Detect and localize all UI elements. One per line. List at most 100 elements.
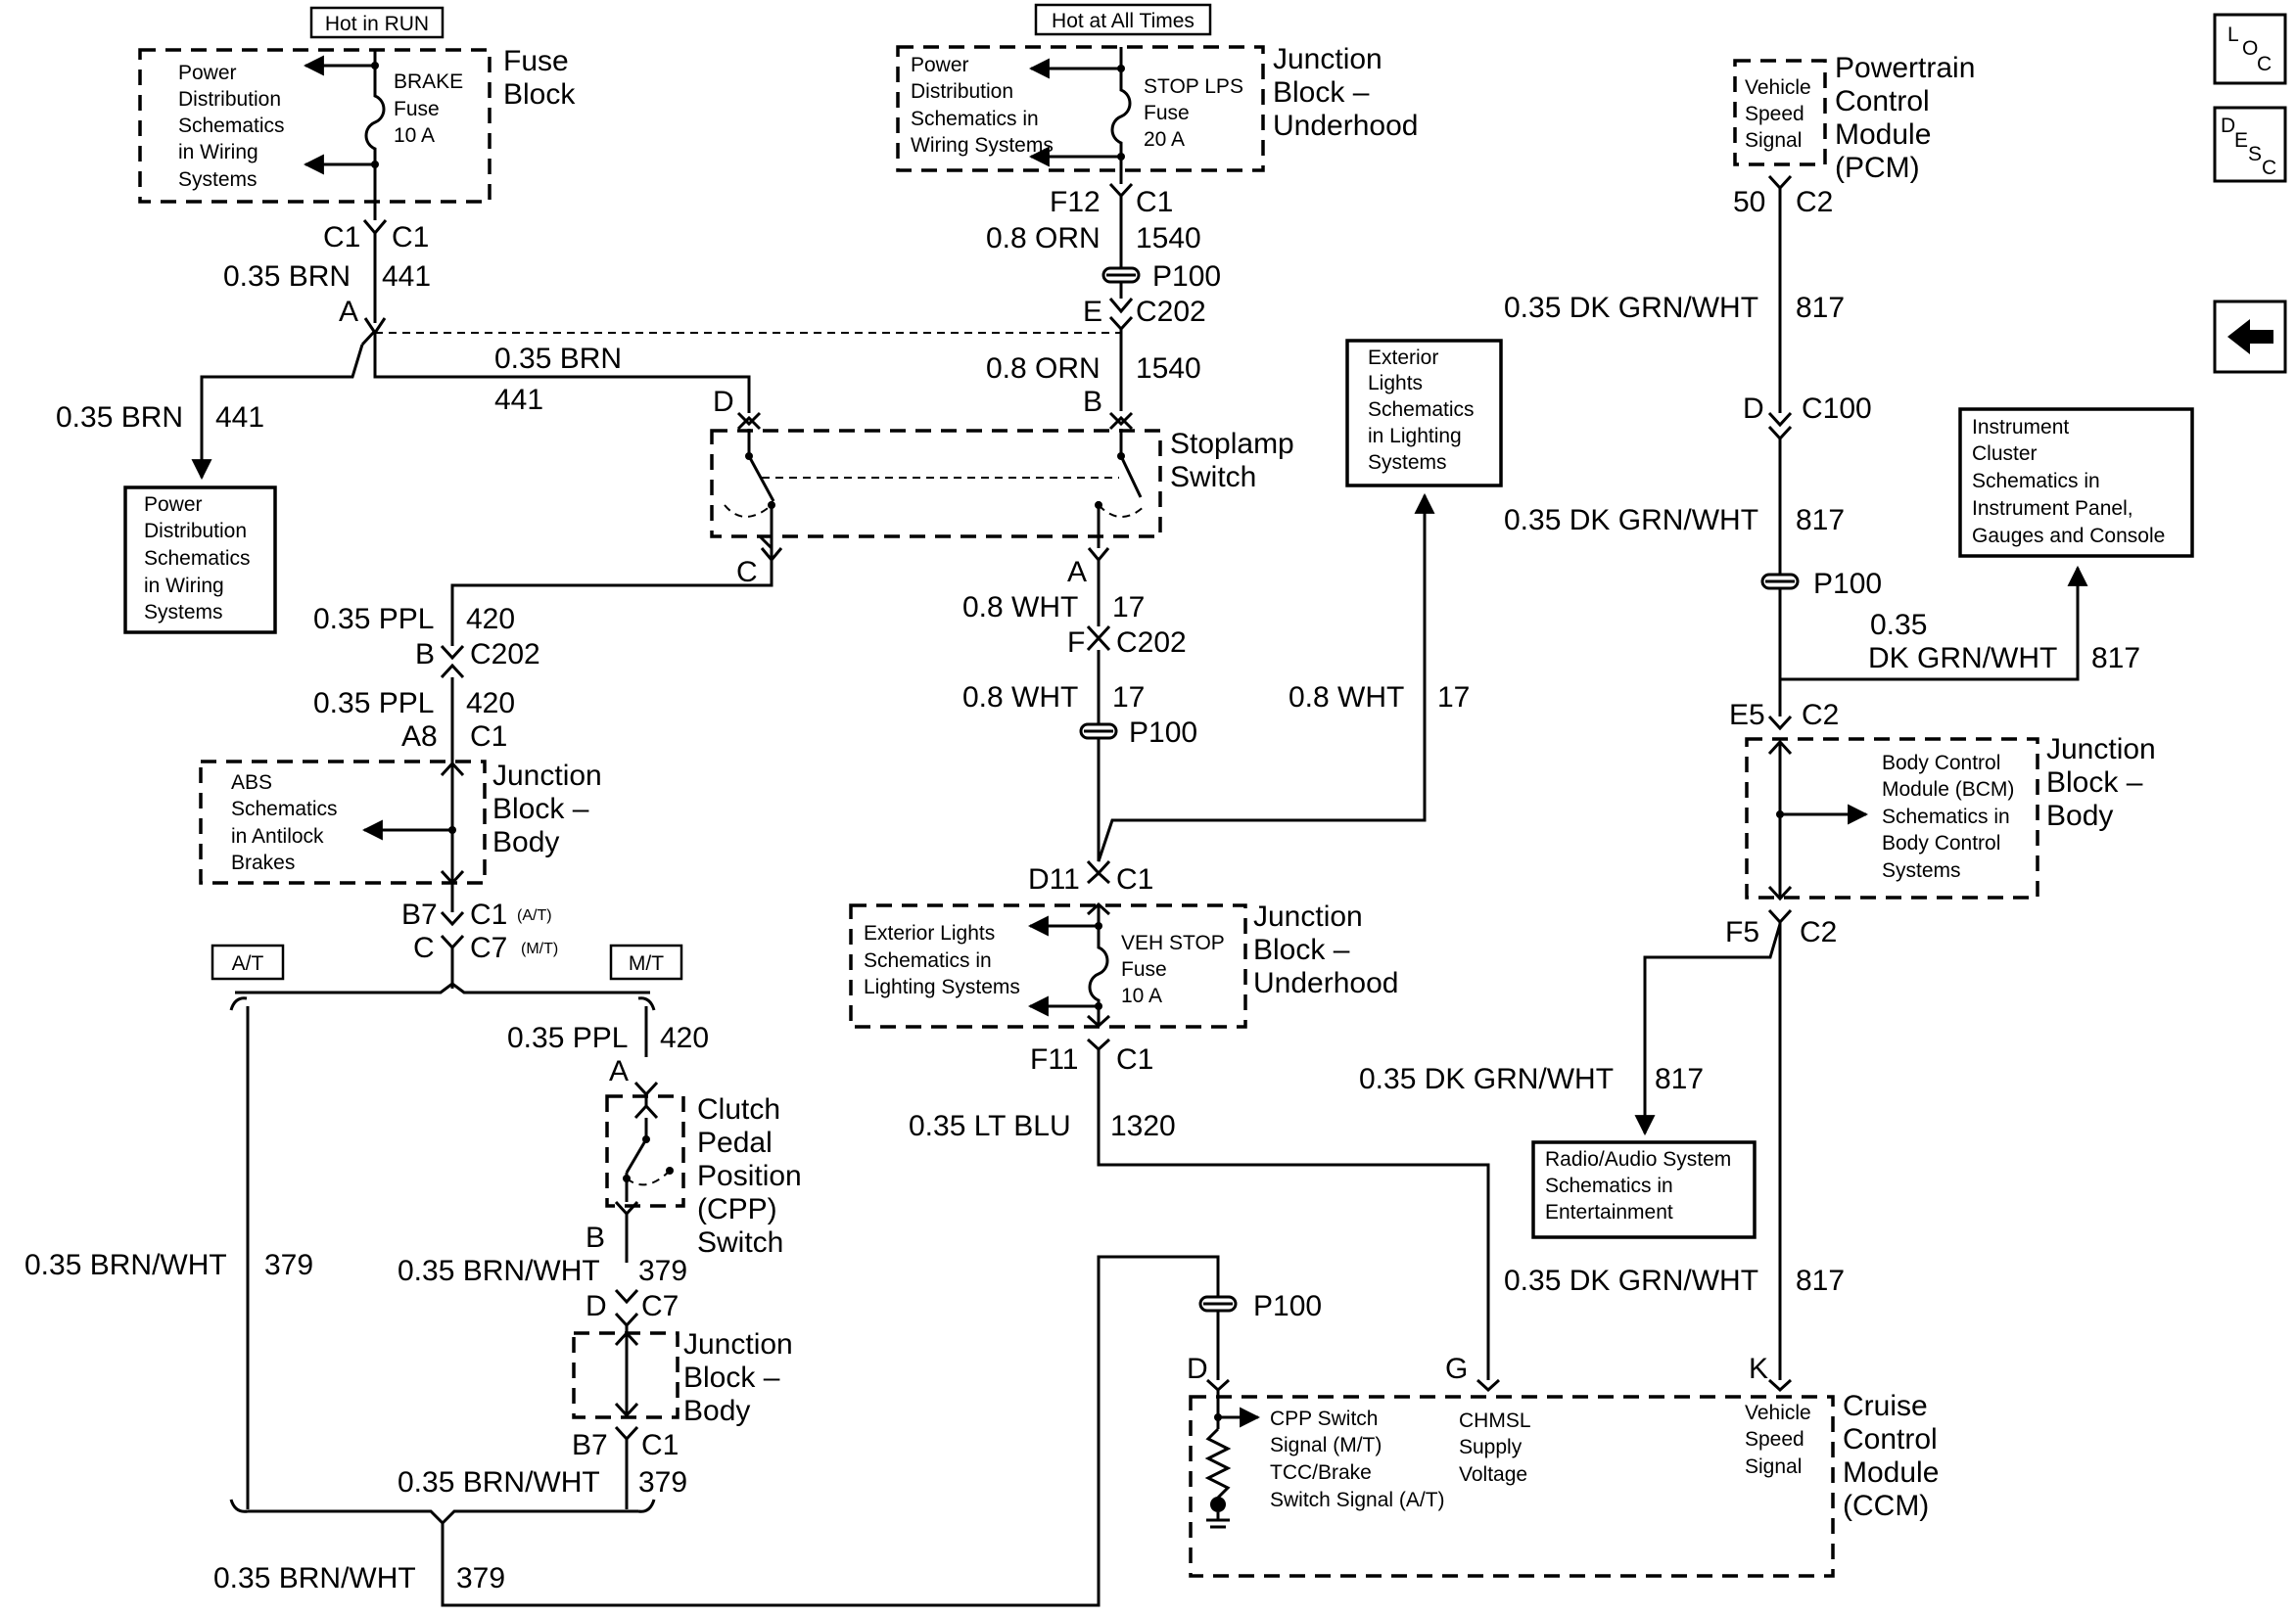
svg-text:0.8 ORN: 0.8 ORN bbox=[986, 222, 1101, 254]
svg-text:A: A bbox=[1067, 556, 1087, 588]
wire-brn-size: 0.35 BRN bbox=[223, 260, 351, 293]
back-arrow-icon bbox=[2227, 319, 2273, 354]
svg-text:0.35 DK GRN/WHT: 0.35 DK GRN/WHT bbox=[1504, 504, 1758, 536]
svg-text:379: 379 bbox=[456, 1562, 505, 1594]
c1-connector bbox=[362, 201, 388, 323]
svg-text:(PCM): (PCM) bbox=[1835, 152, 1920, 184]
svg-text:Vehicle: Vehicle bbox=[1745, 1402, 1811, 1424]
svg-text:Underhood: Underhood bbox=[1253, 967, 1398, 999]
svg-text:0.35 PPL: 0.35 PPL bbox=[313, 603, 434, 635]
svg-text:Body Control: Body Control bbox=[1882, 832, 2000, 855]
loc-button[interactable]: L O C bbox=[2213, 13, 2287, 85]
svg-text:0.35 BRN/WHT: 0.35 BRN/WHT bbox=[398, 1466, 600, 1499]
svg-text:VEH STOP: VEH STOP bbox=[1121, 932, 1225, 954]
svg-text:C1: C1 bbox=[1116, 1043, 1153, 1076]
svg-text:B: B bbox=[1083, 386, 1102, 418]
svg-text:Block –: Block – bbox=[492, 793, 589, 825]
desc-button[interactable]: D E S C bbox=[2213, 106, 2287, 183]
svg-text:Module (BCM): Module (BCM) bbox=[1882, 778, 2014, 801]
svg-text:17: 17 bbox=[1112, 591, 1145, 624]
p100-splice-b bbox=[1079, 722, 1118, 740]
svg-text:C: C bbox=[2257, 53, 2272, 75]
svg-text:Block –: Block – bbox=[683, 1362, 780, 1394]
svg-text:Supply: Supply bbox=[1459, 1436, 1523, 1458]
back-button[interactable] bbox=[2213, 300, 2287, 374]
svg-text:in Antilock: in Antilock bbox=[231, 825, 324, 848]
ground-icon bbox=[1206, 1512, 1230, 1529]
svg-text:17: 17 bbox=[1437, 681, 1470, 714]
svg-text:Power: Power bbox=[144, 493, 203, 516]
svg-text:420: 420 bbox=[660, 1022, 709, 1054]
svg-text:C1: C1 bbox=[470, 720, 507, 753]
veh-stop-fuse-symbol bbox=[1086, 901, 1111, 1029]
svg-text:0.35 BRN: 0.35 BRN bbox=[56, 401, 183, 434]
svg-text:0.35 BRN/WHT: 0.35 BRN/WHT bbox=[398, 1255, 600, 1287]
svg-text:379: 379 bbox=[638, 1255, 687, 1287]
svg-text:C1: C1 bbox=[470, 899, 507, 931]
svg-text:Position: Position bbox=[697, 1160, 802, 1192]
svg-text:Junction: Junction bbox=[1253, 901, 1363, 933]
jb-body-right-label: Junction Block – Body bbox=[2046, 733, 2156, 832]
svg-text:817: 817 bbox=[2091, 642, 2140, 674]
svg-text:817: 817 bbox=[1796, 504, 1845, 536]
svg-text:0.35 BRN/WHT: 0.35 BRN/WHT bbox=[213, 1562, 416, 1594]
svg-text:Body: Body bbox=[683, 1395, 750, 1427]
svg-text:Schematics in: Schematics in bbox=[864, 949, 992, 972]
svg-text:P100: P100 bbox=[1253, 1290, 1322, 1322]
p100-splice-a bbox=[1101, 266, 1141, 284]
svg-text:10 A: 10 A bbox=[1121, 985, 1162, 1007]
svg-text:Body Control: Body Control bbox=[1882, 752, 2000, 774]
svg-text:Speed: Speed bbox=[1745, 1428, 1804, 1451]
svg-text:Speed: Speed bbox=[1745, 103, 1804, 125]
svg-text:(CPP): (CPP) bbox=[697, 1193, 777, 1225]
svg-text:Voltage: Voltage bbox=[1459, 1463, 1527, 1486]
svg-text:50: 50 bbox=[1733, 186, 1765, 218]
svg-text:Brakes: Brakes bbox=[231, 852, 295, 874]
svg-text:F: F bbox=[1067, 626, 1085, 659]
brake-fuse-symbol bbox=[364, 51, 386, 201]
svg-text:Junction: Junction bbox=[492, 760, 602, 792]
svg-text:D: D bbox=[2221, 115, 2235, 137]
svg-text:A: A bbox=[339, 296, 358, 328]
pd-top-text: Power Distribution Schematics in Wiring … bbox=[178, 62, 285, 191]
p100-splice-d bbox=[1760, 573, 1800, 590]
wire-brn-num: 441 bbox=[382, 260, 431, 293]
svg-text:0.35 PPL: 0.35 PPL bbox=[313, 687, 434, 719]
svg-text:F12: F12 bbox=[1050, 186, 1101, 218]
svg-text:0.35 BRN/WHT: 0.35 BRN/WHT bbox=[24, 1249, 227, 1281]
svg-text:in Lighting: in Lighting bbox=[1368, 425, 1462, 447]
svg-text:Distribution: Distribution bbox=[178, 88, 281, 111]
svg-text:C7: C7 bbox=[641, 1290, 679, 1322]
fuse-block-outline bbox=[138, 48, 492, 204]
svg-text:Fuse: Fuse bbox=[394, 98, 440, 120]
svg-text:D: D bbox=[1187, 1353, 1208, 1385]
svg-text:Junction: Junction bbox=[2046, 733, 2156, 765]
svg-text:C: C bbox=[2262, 157, 2276, 179]
svg-text:Module: Module bbox=[1843, 1456, 1939, 1489]
svg-text:in Wiring: in Wiring bbox=[178, 141, 258, 163]
svg-text:Power: Power bbox=[911, 54, 969, 76]
pcm-vss-outline bbox=[1733, 59, 1827, 166]
svg-text:379: 379 bbox=[638, 1466, 687, 1499]
svg-text:0.8 ORN: 0.8 ORN bbox=[986, 352, 1101, 385]
svg-text:CPP Switch: CPP Switch bbox=[1270, 1408, 1379, 1430]
svg-text:Cruise: Cruise bbox=[1843, 1390, 1928, 1422]
svg-text:1320: 1320 bbox=[1110, 1110, 1176, 1142]
svg-text:0.8 WHT: 0.8 WHT bbox=[962, 591, 1078, 624]
svg-text:Systems: Systems bbox=[144, 601, 223, 624]
svg-text:STOP LPS: STOP LPS bbox=[1144, 75, 1243, 98]
svg-text:Clutch: Clutch bbox=[697, 1093, 780, 1126]
svg-text:Pedal: Pedal bbox=[697, 1127, 773, 1159]
svg-text:Block: Block bbox=[503, 78, 576, 111]
pd-left-box bbox=[123, 485, 277, 634]
svg-text:0.35 DK GRN/WHT: 0.35 DK GRN/WHT bbox=[1504, 1265, 1758, 1297]
svg-text:C1: C1 bbox=[1136, 186, 1173, 218]
svg-text:C2: C2 bbox=[1800, 916, 1837, 948]
svg-text:Signal: Signal bbox=[1745, 129, 1802, 152]
svg-text:379: 379 bbox=[264, 1249, 313, 1281]
svg-text:0.35 PPL: 0.35 PPL bbox=[507, 1022, 628, 1054]
svg-text:S: S bbox=[2248, 143, 2262, 165]
svg-text:Lighting Systems: Lighting Systems bbox=[864, 976, 1020, 998]
svg-text:(A/T): (A/T) bbox=[517, 907, 552, 924]
svg-text:Gauges and Console: Gauges and Console bbox=[1972, 525, 2165, 547]
